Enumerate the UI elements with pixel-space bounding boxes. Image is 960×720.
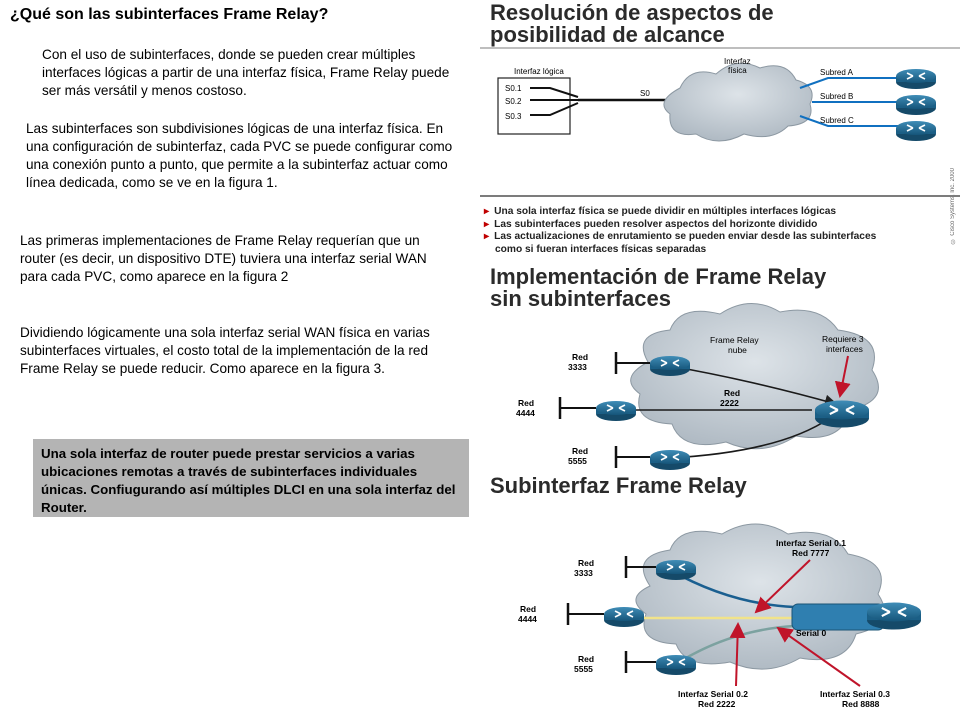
net-label: 5555 <box>568 456 587 466</box>
router-icon <box>865 601 923 631</box>
interface-label: Red 8888 <box>842 699 880 709</box>
subnet-label: Subred C <box>820 116 854 125</box>
figure1-heading-line2: posibilidad de alcance <box>490 22 725 47</box>
router-icon <box>895 94 937 116</box>
router-icon <box>895 120 937 142</box>
figure2-heading-line1: Implementación de Frame Relay <box>490 264 827 289</box>
page-title: ¿Qué son las subinterfaces Frame Relay? <box>10 6 329 23</box>
net-label: 4444 <box>518 614 537 624</box>
highlight-note: Una sola interfaz de router puede presta… <box>33 439 469 517</box>
router-icon <box>649 355 691 377</box>
interface-label: Red 2222 <box>698 699 736 709</box>
net-label: Red <box>572 446 588 456</box>
figure2-heading-line2: sin subinterfaces <box>490 286 671 311</box>
subif-label: S0.3 <box>505 112 522 121</box>
interface-label: Interfaz Serial 0.3 <box>820 689 890 699</box>
net-label: Red <box>572 352 588 362</box>
paragraph-early-implementations: Las primeras implementaciones de Frame R… <box>20 233 427 284</box>
subif-lines <box>530 87 579 116</box>
figure3-diagram: Serial 0 Interfaz Serial 0.1 Red 7777 In… <box>518 523 923 709</box>
serial-label: Serial 0 <box>796 628 827 638</box>
callout-arrow <box>834 355 851 398</box>
bullet-continuation: como si fueran interfaces físicas separa… <box>495 243 707 255</box>
cloud-label: Frame Relay <box>710 335 759 345</box>
router-icon <box>813 399 871 429</box>
port-label: S0 <box>640 89 650 98</box>
paragraph-cost-reduction: Dividiendo lógicamente una sola interfaz… <box>20 325 430 376</box>
router-icon <box>649 449 691 471</box>
net-label: Red <box>520 604 536 614</box>
callout-arrow <box>729 622 746 687</box>
bullet-item: Las actualizaciones de enrutamiento se p… <box>484 231 960 244</box>
subnet-label: Subred A <box>820 68 854 77</box>
figure2-heading: Implementación de Frame Relay sin subint… <box>490 266 960 310</box>
figure2-diagram: Frame Relay nube Requiere 3 interfaces R… <box>516 303 879 471</box>
router-icon <box>603 606 645 628</box>
router-icon <box>895 68 937 90</box>
paragraph-definition: Las subinterfaces son subdivisiones lógi… <box>26 121 453 190</box>
subnet-label: Subred B <box>820 92 853 101</box>
physical-interface-label: Interfaz <box>724 57 751 66</box>
router-icon <box>595 400 637 422</box>
physical-interface-label: física <box>728 66 747 75</box>
bullet-item: Las subinterfaces pueden resolver aspect… <box>484 219 960 232</box>
net-label: 4444 <box>516 408 535 418</box>
interface-label: Interfaz Serial 0.1 <box>776 538 846 548</box>
subif-label: S0.2 <box>505 97 522 106</box>
callout-arrow <box>754 559 811 614</box>
callout-label: interfaces <box>826 344 863 354</box>
paragraph-intro: Con el uso de subinterfaces, donde se pu… <box>42 47 450 98</box>
cloud-label: nube <box>728 345 747 355</box>
interface-label: Red 7777 <box>792 548 830 558</box>
logical-interface-label: Interfaz lógica <box>514 67 564 76</box>
center-net-label: Red <box>724 388 740 398</box>
net-label: Red <box>578 654 594 664</box>
net-label: Red <box>518 398 534 408</box>
figure1-diagram: Interfaz lógica S0.1 S0.2 S0.3 S0 Interf… <box>497 57 937 142</box>
router-icon <box>655 654 697 676</box>
center-net-label: 2222 <box>720 398 739 408</box>
pvc-link <box>669 417 831 459</box>
figure1-bullets: Una sola interfaz física se puede dividi… <box>484 206 960 256</box>
figure1-heading: Resolución de aspectos de posibilidad de… <box>490 2 910 46</box>
interface-label: Interfaz Serial 0.2 <box>678 689 748 699</box>
net-label: 5555 <box>574 664 593 674</box>
diagrams-canvas: Interfaz lógica S0.1 S0.2 S0.3 S0 Interf… <box>480 47 960 709</box>
subnet-links <box>799 77 900 127</box>
callout-arrow <box>776 626 861 687</box>
net-label: Red <box>578 558 594 568</box>
bullet-item: Una sola interfaz física se puede dividi… <box>484 206 960 219</box>
frame-relay-cloud <box>635 523 885 670</box>
net-label: 3333 <box>574 568 593 578</box>
router-icon <box>655 559 697 581</box>
figure3-heading: Subinterfaz Frame Relay <box>490 473 747 498</box>
callout-label: Requiere 3 <box>822 334 864 344</box>
net-label: 3333 <box>568 362 587 372</box>
subif-label: S0.1 <box>505 84 522 93</box>
figure1-heading-line1: Resolución de aspectos de <box>490 0 774 25</box>
